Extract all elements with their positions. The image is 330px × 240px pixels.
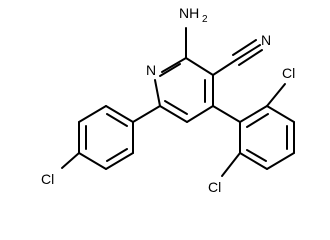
bond-c2-c3 xyxy=(185,57,214,76)
bond-c4-aryl xyxy=(212,105,241,123)
bond-c5-c6-inner xyxy=(164,100,188,115)
chlorine-left-label: Cl xyxy=(41,171,54,187)
triple-bond-upper xyxy=(232,39,257,56)
triple-bond-center xyxy=(235,44,261,61)
chlorophenyl-ring xyxy=(61,105,161,170)
bond-c6-aryl xyxy=(132,105,161,123)
bond-br4-cl xyxy=(61,152,80,169)
bond-n1-c2-inner xyxy=(159,63,181,77)
bond-c4-c5 xyxy=(186,105,214,123)
structure-canvas: NH 2 N N Cl Cl Cl xyxy=(41,5,295,195)
bond-br5-br6-inner xyxy=(106,148,128,162)
chlorine-top-label: Cl xyxy=(282,65,295,81)
bond-n1-c2 xyxy=(161,57,187,73)
bond-ar5-ar6-inner xyxy=(246,149,267,162)
bond-ar4-ar5 xyxy=(266,152,295,170)
bond-br5-br6 xyxy=(105,152,134,170)
bond-ar1-ar2 xyxy=(239,105,268,123)
bond-ar2-cl xyxy=(266,83,286,107)
dichlorophenyl-ring xyxy=(212,83,295,177)
triple-bond-lower xyxy=(238,49,263,66)
bond-br1-br2 xyxy=(105,105,134,123)
bond-ar5-ar6 xyxy=(239,152,268,170)
bond-c3-cn xyxy=(212,59,237,76)
bond-c5-c6 xyxy=(159,105,188,123)
bond-br1-br2-inner xyxy=(106,113,128,127)
amine-label: NH xyxy=(179,5,199,21)
bond-br2-br3 xyxy=(78,105,107,123)
ring-nitrogen-label: N xyxy=(146,62,156,78)
molecule-drawing: NH 2 N N Cl Cl Cl xyxy=(41,5,295,195)
bond-br4-br5 xyxy=(78,152,107,170)
bond-ar1-ar2-inner xyxy=(246,113,269,128)
nitrile-nitrogen-label: N xyxy=(261,32,271,48)
nitrile-group xyxy=(212,39,263,76)
pyridine-ring xyxy=(154,57,214,123)
bond-c6-n1 xyxy=(154,79,161,107)
bond-ar2-ar3 xyxy=(266,105,295,123)
amine-subscript: 2 xyxy=(202,14,208,25)
chlorine-bottom-label: Cl xyxy=(208,179,221,195)
bond-ar6-cl xyxy=(221,152,241,177)
